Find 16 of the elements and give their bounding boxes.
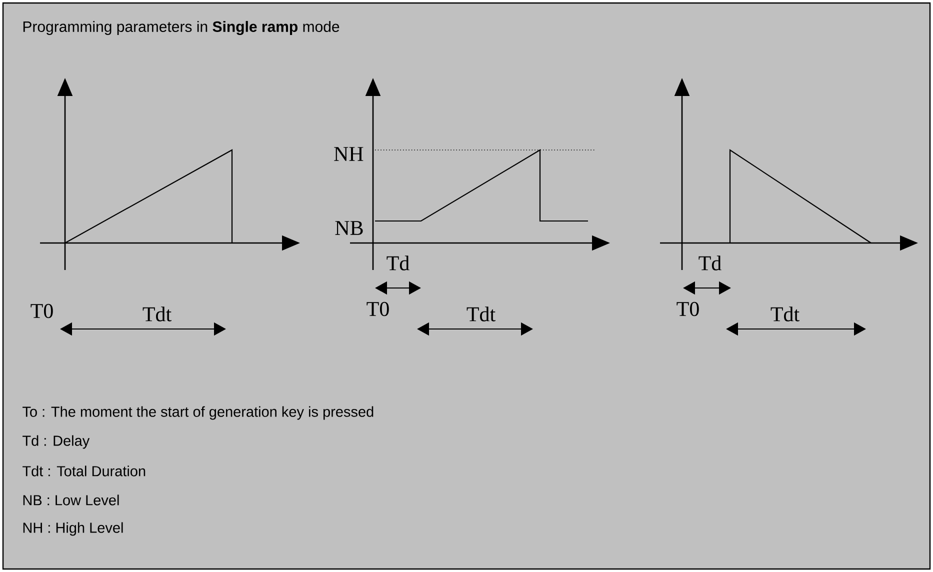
axis-label: Td: [698, 256, 722, 270]
axis-label: Tdt: [142, 306, 172, 322]
axis-label: NB: [335, 221, 363, 235]
note-text: NH : High Level: [23, 522, 123, 536]
title: Programming parameters in Single ramp mode: [23, 20, 340, 36]
axis-label: Td: [386, 256, 410, 270]
axis-label: T0: [30, 304, 53, 318]
note-text: NB : Low Level: [23, 494, 119, 506]
axis-label: T0: [366, 302, 389, 316]
axis-label: NH: [334, 147, 364, 161]
axis-label: Tdt: [466, 306, 496, 322]
axis-label: T0: [676, 302, 699, 316]
axis-label: Tdt: [770, 306, 800, 322]
note-text: Tdt : Total Duration: [22, 466, 146, 476]
note-text: Td : Delay: [22, 435, 90, 449]
note-text: To : The moment the start of generation key is pressed: [22, 406, 374, 420]
